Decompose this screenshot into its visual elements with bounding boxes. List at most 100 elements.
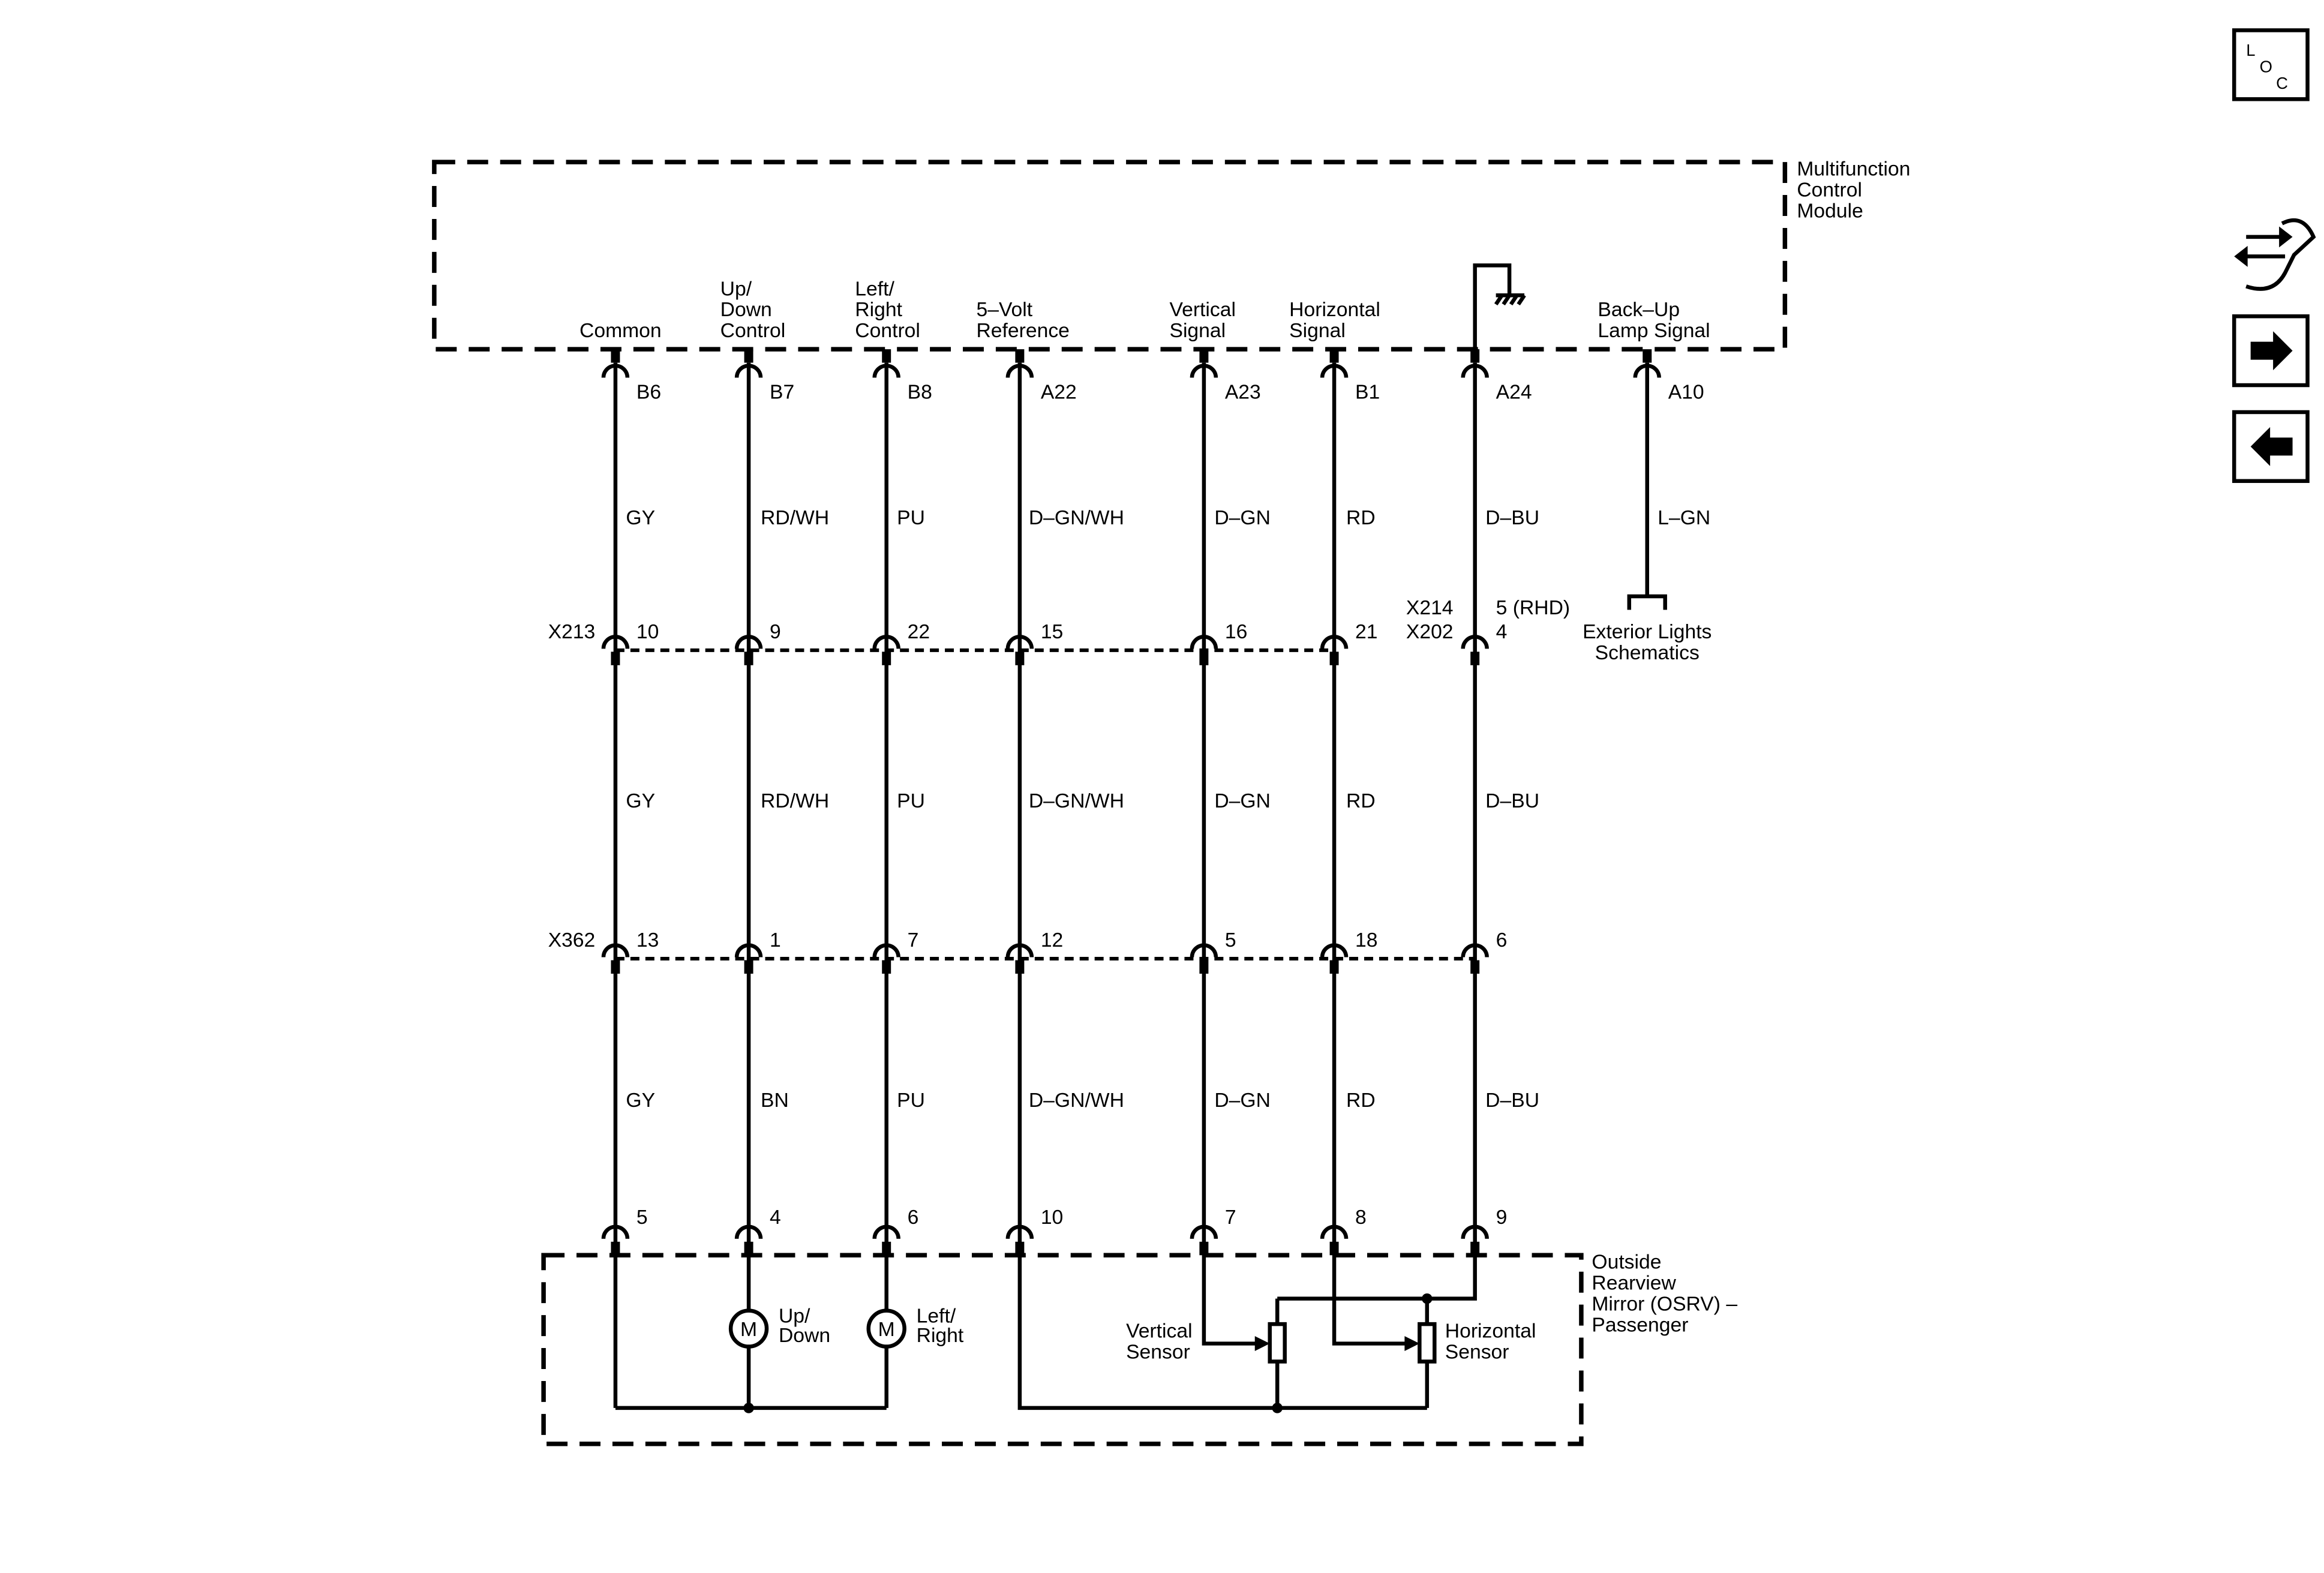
pin-label-left-right-control: Control <box>855 320 920 342</box>
module-pin-number: B1 <box>1355 382 1380 404</box>
wire-color-label: GY <box>626 790 655 812</box>
reference-link-label[interactable]: Exterior Lights <box>1583 621 1712 643</box>
up-down-motor: M Up/ Down <box>728 1305 830 1349</box>
connector-x213-pin: 16 <box>1225 621 1247 643</box>
module-name-line: Control <box>1797 179 1862 202</box>
exterior-lights-schematics-link[interactable]: Exterior Lights Schematics <box>1583 594 1712 664</box>
wire-color-label: D–GN <box>1214 1089 1271 1112</box>
wire-color-label: D–GN/WH <box>1029 790 1124 812</box>
motor-icon <box>728 1308 769 1349</box>
wiper-arrow-icon <box>1404 1336 1420 1352</box>
module-pin-number: B8 <box>908 382 932 404</box>
wire-color-label: BN <box>761 1089 789 1112</box>
module-pin-number: B7 <box>770 382 794 404</box>
motor-label: Right <box>917 1325 964 1347</box>
module-outline <box>432 160 1788 352</box>
next-page-icon[interactable] <box>2232 314 2310 388</box>
splice-dot <box>1422 1293 1433 1304</box>
wire-color-label: D–BU <box>1485 790 1539 812</box>
wire-ground <box>1277 362 1477 1301</box>
pin-label-horizontal-signal: Horizontal <box>1289 299 1380 321</box>
wire-colors-x213-to-x362: GY RD/WH PU D–GN/WH D–GN RD D–BU <box>626 790 1539 812</box>
connector-x362-pin: 1 <box>770 929 781 951</box>
connector-x362: X362 13 1 7 12 5 18 6 <box>548 929 1508 974</box>
connector-x362-name: X362 <box>548 929 596 951</box>
pin-label-left-right-control: Right <box>855 299 902 321</box>
wiper-arrow-icon <box>1254 1336 1270 1352</box>
wire-color-label: D–GN <box>1214 790 1271 812</box>
potentiometer-icon <box>1418 1322 1437 1364</box>
outside-rearview-mirror-passenger: Outside Rearview Mirror (OSRV) – Passeng… <box>541 1206 1737 1446</box>
osrv-pin: 9 <box>1496 1206 1508 1229</box>
wire-color-label: D–GN <box>1214 507 1271 529</box>
connector-x214-x202: X214 5 (RHD) X202 4 <box>1406 597 1570 665</box>
module-name-line: Multifunction <box>1797 158 1910 181</box>
motor-symbol: M <box>740 1319 757 1341</box>
connector-x213-pin: 15 <box>1041 621 1063 643</box>
loc-letter: O <box>2260 57 2272 76</box>
wire-colors-module-to-x213: GY RD/WH PU D–GN/WH D–GN RD D–BU L–GN <box>626 507 1710 529</box>
wire-color-label: PU <box>897 1089 925 1112</box>
sensor-label: Horizontal <box>1445 1320 1536 1343</box>
osrv-name-line: Outside <box>1592 1251 1661 1274</box>
connector-x362-pin: 12 <box>1041 929 1063 951</box>
wire-color-label: GY <box>626 1089 655 1112</box>
osrv-pin: 5 <box>636 1206 648 1229</box>
pin-label-back-up-lamp-signal: Back–Up <box>1598 299 1680 321</box>
connector-x213-pin: 9 <box>770 621 781 643</box>
pin-label-vertical-signal: Signal <box>1169 320 1226 342</box>
loc-letter: L <box>2246 41 2255 59</box>
sensor-label: Sensor <box>1126 1341 1190 1364</box>
pin-label-vertical-signal: Vertical <box>1169 299 1235 321</box>
connector-x362-pin: 13 <box>636 929 659 951</box>
pin-label-5-volt-reference: 5–Volt <box>976 299 1032 321</box>
osrv-outline <box>541 1253 1584 1446</box>
osrv-pin: 7 <box>1225 1206 1236 1229</box>
osrv-name-line: Rearview <box>1592 1272 1676 1295</box>
loc-button-frame[interactable] <box>2232 28 2310 101</box>
connector-x202-pin: 4 <box>1496 621 1508 643</box>
wire-vertical-signal <box>1202 362 1258 1346</box>
connector-x213-pin: 22 <box>908 621 930 643</box>
module-pin-number: A10 <box>1668 382 1704 404</box>
connector-x213-pin: 10 <box>636 621 659 643</box>
wire-color-label: D–BU <box>1485 1089 1539 1112</box>
wire-color-label: PU <box>897 790 925 812</box>
wire-color-label: D–BU <box>1485 507 1539 529</box>
wire-color-label: RD/WH <box>761 507 829 529</box>
connector-x213-pin: 21 <box>1355 621 1377 643</box>
pin-label-5-volt-reference: Reference <box>976 320 1069 342</box>
connector-x202-name: X202 <box>1406 621 1454 643</box>
pin-label-back-up-lamp-signal: Lamp Signal <box>1598 320 1710 342</box>
wire-color-label: RD <box>1346 507 1376 529</box>
motor-label: Left/ <box>917 1305 956 1328</box>
potentiometer-icon <box>1268 1322 1287 1364</box>
connector-x362-pin: 6 <box>1496 929 1508 951</box>
chassis-ground-icon <box>1473 263 1526 350</box>
wire-color-label: RD/WH <box>761 790 829 812</box>
multifunction-control-module: Multifunction Control Module Common Up/ … <box>432 158 1910 404</box>
harness-continuation-bracket <box>1627 594 1667 610</box>
wire-color-label: L–GN <box>1658 507 1710 529</box>
module-pin-number: A24 <box>1496 382 1532 404</box>
motor-label: Down <box>779 1325 830 1347</box>
reference-link-label[interactable]: Schematics <box>1595 642 1700 664</box>
osrv-name-line: Mirror (OSRV) – <box>1592 1293 1737 1316</box>
connector-x214-pin: 5 (RHD) <box>1496 597 1571 619</box>
connector-x213: X213 10 9 22 15 16 21 <box>548 621 1377 665</box>
module-pin-number: A22 <box>1041 382 1077 404</box>
pin-label-left-right-control: Left/ <box>855 278 894 300</box>
splice-dot <box>1272 1403 1283 1413</box>
osrv-pin: 10 <box>1041 1206 1063 1229</box>
loc-button[interactable]: L O C <box>2232 28 2310 101</box>
connector-x362-pin: 18 <box>1355 929 1377 951</box>
wrench-arrows-icon[interactable] <box>2234 218 2316 291</box>
horizontal-sensor: Horizontal Sensor <box>1404 1320 1536 1364</box>
previous-page-icon[interactable] <box>2232 410 2310 484</box>
motor-label: Up/ <box>779 1305 810 1328</box>
pin-label-up-down-control: Up/ <box>720 278 752 300</box>
pin-label-up-down-control: Control <box>720 320 786 342</box>
wire-color-label: D–GN/WH <box>1029 1089 1124 1112</box>
module-pin-number: B6 <box>636 382 661 404</box>
